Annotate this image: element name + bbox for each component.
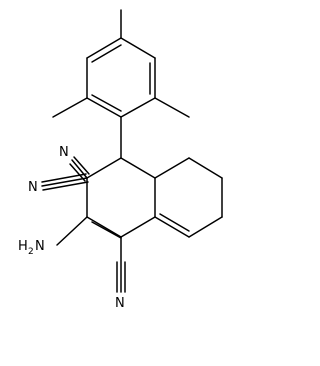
methyl-right bbox=[154, 97, 190, 118]
bond bbox=[120, 37, 156, 59]
bond bbox=[42, 181, 89, 191]
right-ring bbox=[154, 157, 223, 238]
mesityl-ring bbox=[86, 37, 156, 118]
bond-inner bbox=[91, 94, 122, 112]
bond bbox=[41, 173, 87, 183]
amine-n: N bbox=[35, 239, 45, 254]
bond bbox=[154, 216, 190, 238]
bond-inner bbox=[91, 221, 122, 239]
bond bbox=[86, 37, 122, 59]
bond bbox=[86, 216, 122, 238]
amine-subscript: 2 bbox=[28, 247, 34, 257]
nitrile-n-bottom: N bbox=[115, 296, 125, 311]
bond-inner bbox=[159, 213, 190, 232]
amino-group: H 2 N bbox=[18, 239, 45, 257]
methyl-left bbox=[52, 97, 88, 118]
bond bbox=[120, 216, 156, 238]
molecule-canvas: N N N H 2 N bbox=[18, 9, 223, 311]
bond bbox=[188, 157, 223, 179]
nitrile-left: N bbox=[28, 173, 89, 195]
bond bbox=[86, 157, 122, 179]
bond bbox=[120, 157, 156, 179]
bond bbox=[73, 156, 90, 175]
bond bbox=[41, 177, 88, 187]
amine-h: H bbox=[18, 239, 28, 254]
bond-inner bbox=[91, 44, 122, 63]
nitrile-n-top: N bbox=[59, 145, 69, 160]
nitrile-bottom: N bbox=[115, 236, 126, 311]
bond bbox=[154, 157, 190, 179]
bond bbox=[86, 97, 122, 118]
nitrile-n-left: N bbox=[28, 180, 38, 195]
left-ring bbox=[86, 157, 156, 239]
bond bbox=[188, 216, 223, 238]
bond bbox=[120, 97, 156, 118]
structure-drawing: N N N H 2 N bbox=[18, 9, 223, 311]
amine-bond bbox=[56, 216, 88, 246]
